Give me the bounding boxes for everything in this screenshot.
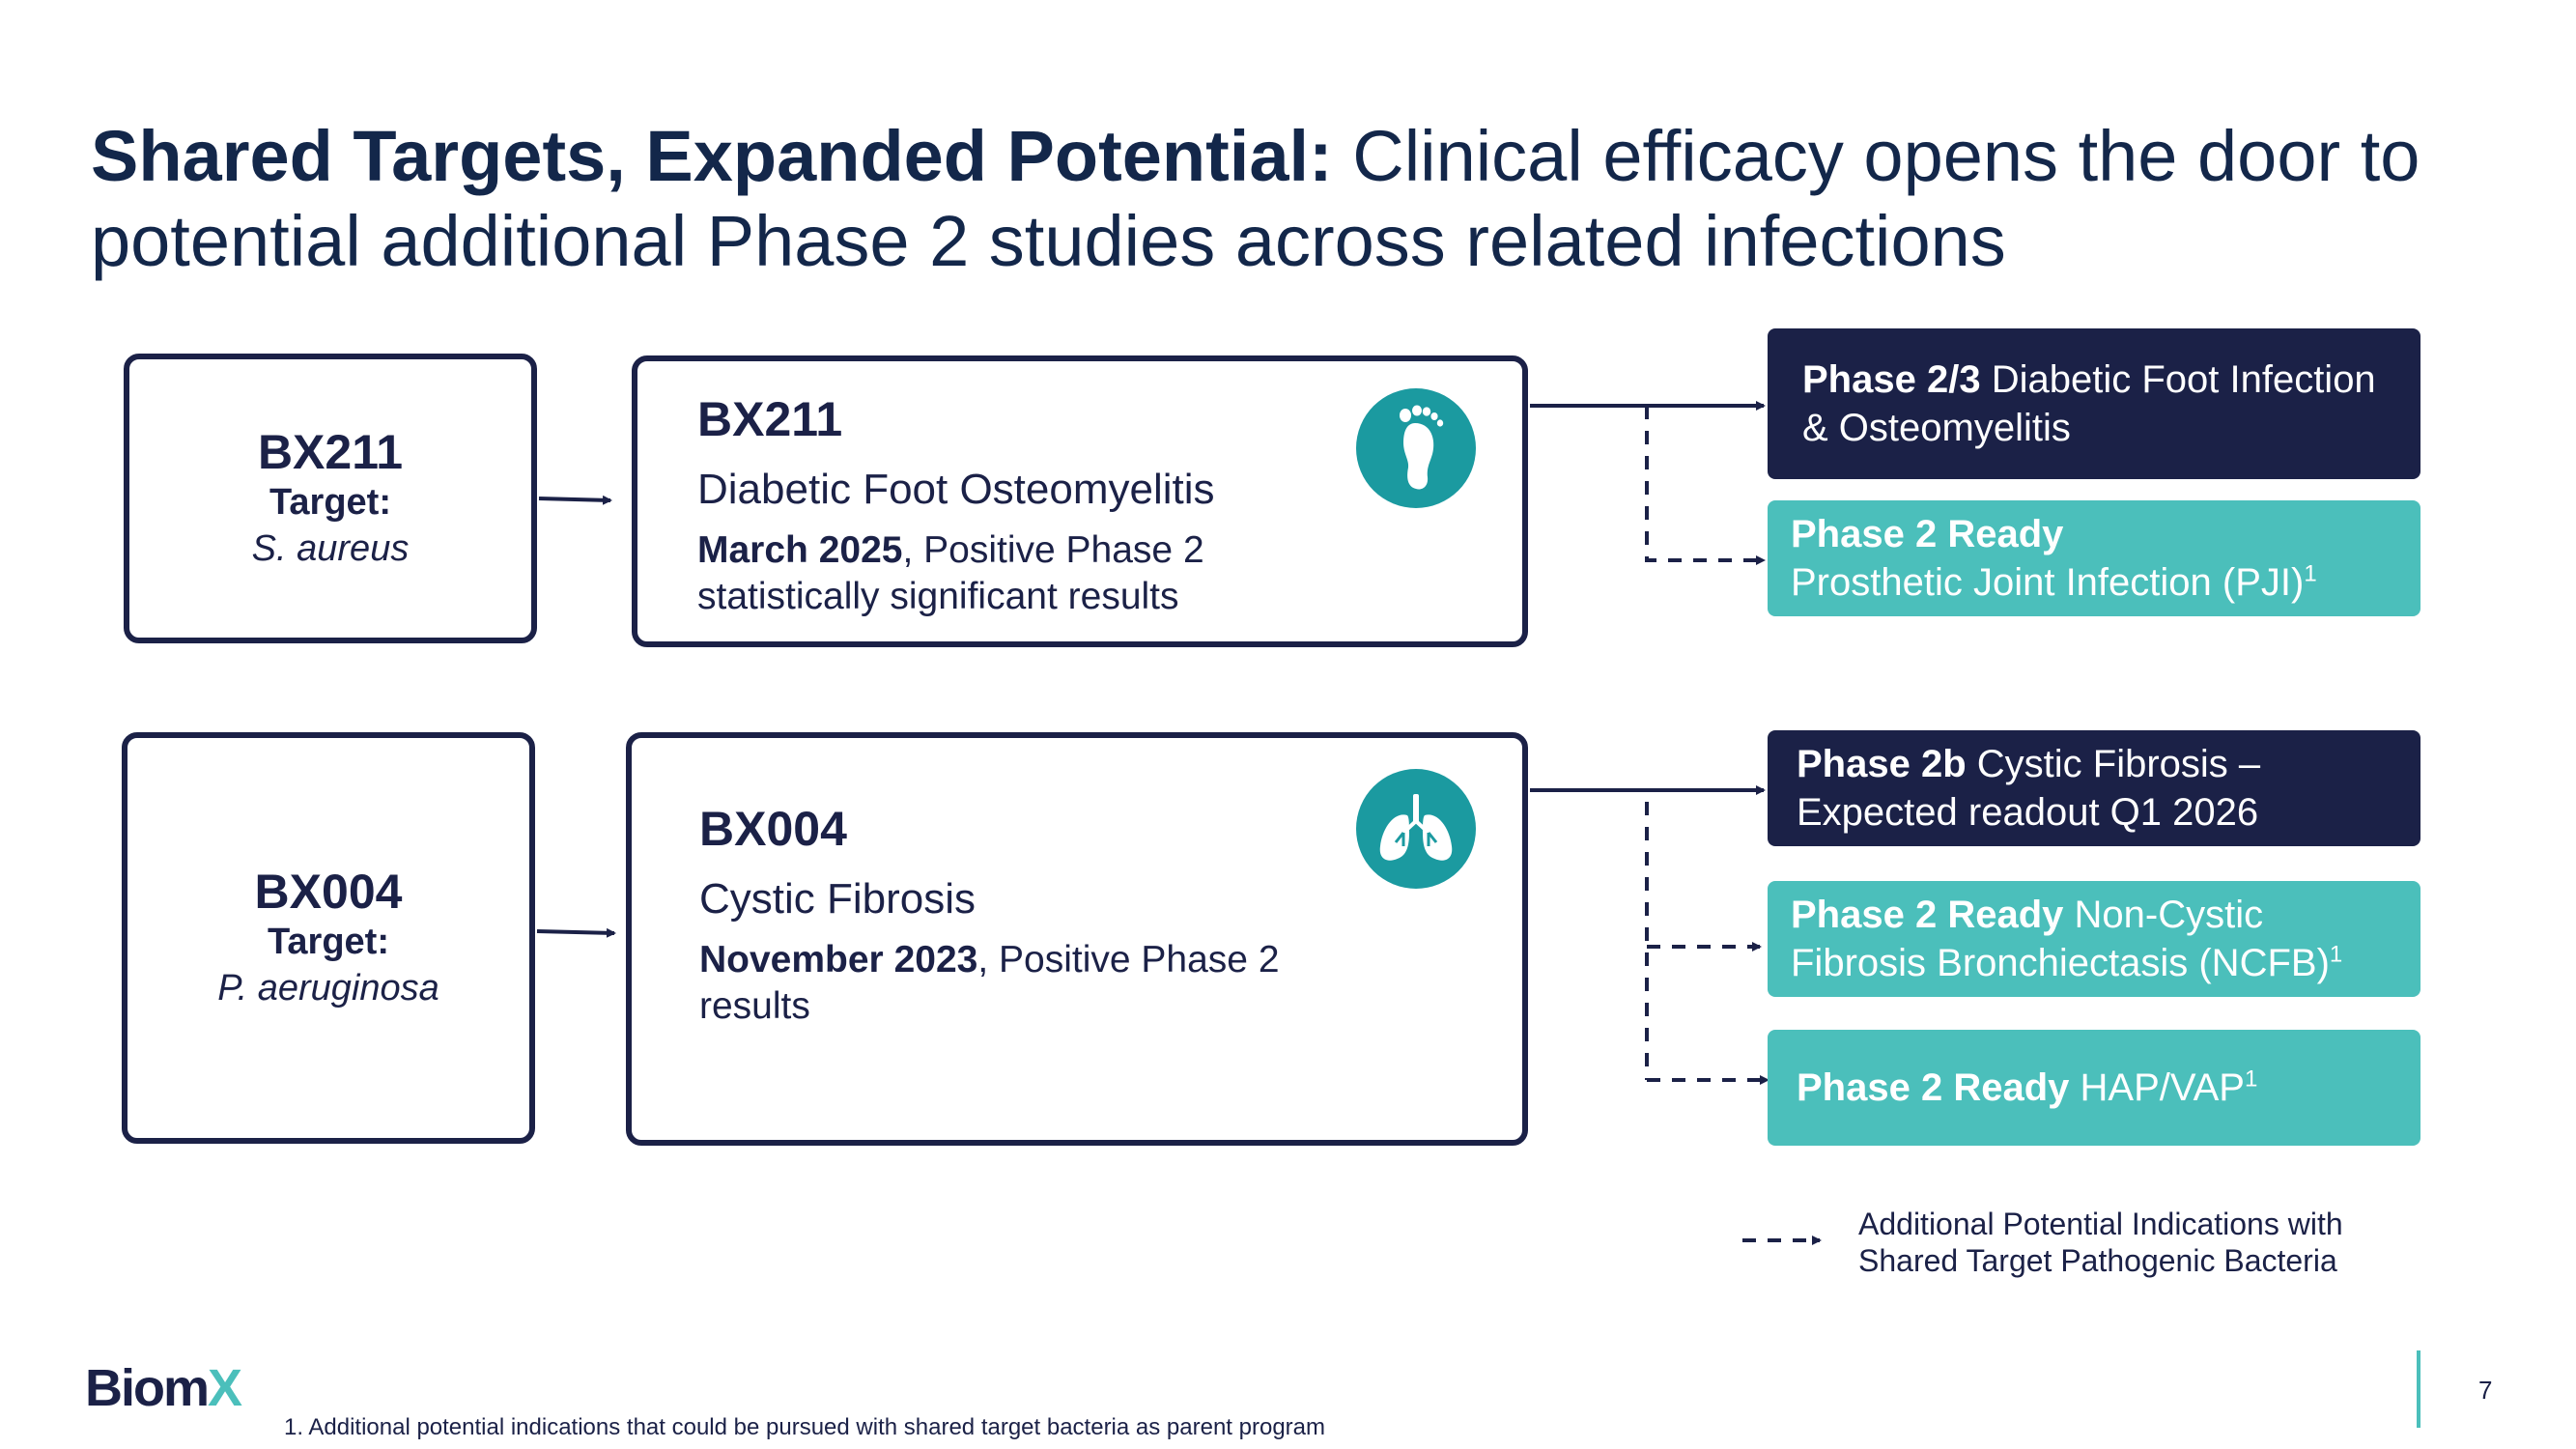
target-box-organism: P. aeruginosa bbox=[217, 968, 439, 1009]
outcome-indication: Non-Cystic Fibrosis Bronchiectasis (NCFB… bbox=[1791, 894, 2330, 984]
lungs-icon bbox=[1356, 769, 1476, 889]
outcome-indication: Prosthetic Joint Infection (PJI) bbox=[1791, 561, 2305, 604]
program-indication: Cystic Fibrosis bbox=[699, 875, 977, 923]
dashed-arrow-to-pji bbox=[1645, 406, 1766, 565]
target-box-organism: S. aureus bbox=[251, 528, 410, 569]
footnote: 1. Additional potential indications that… bbox=[284, 1414, 1326, 1440]
slide-title-regular: Clinical efficacy opens the door to pote… bbox=[91, 116, 2420, 281]
target-box-bx211: BX211 Target: S. aureus bbox=[124, 354, 537, 643]
outcome-text: Phase 2b Cystic Fibrosis – Expected read… bbox=[1797, 740, 2392, 837]
program-name: BX211 bbox=[697, 392, 843, 446]
outcome-phase: Phase 2 Ready bbox=[1791, 894, 2064, 936]
program-indication: Diabetic Foot Osteomyelitis bbox=[697, 466, 1215, 513]
target-box-bx004: BX004 Target: P. aeruginosa bbox=[122, 732, 535, 1144]
outcome-pji: Phase 2 Ready Prosthetic Joint Infection… bbox=[1768, 500, 2420, 616]
program-name: BX004 bbox=[699, 802, 847, 856]
foot-icon bbox=[1356, 388, 1476, 508]
outcome-footnote-mark: 1 bbox=[2304, 560, 2317, 587]
outcome-footnote-mark: 1 bbox=[2329, 941, 2343, 968]
program-result: March 2025, Positive Phase 2 statistical… bbox=[697, 527, 1316, 620]
outcome-text: Phase 2 Ready Non-Cystic Fibrosis Bronch… bbox=[1791, 891, 2397, 987]
slide-title-bold: Shared Targets, Expanded Potential: bbox=[91, 116, 1333, 196]
outcome-phase: Phase 2b bbox=[1797, 743, 1967, 785]
outcome-indication: Cystic Fibrosis – Expected readout Q1 20… bbox=[1797, 743, 2261, 834]
outcome-hapvap: Phase 2 Ready HAP/VAP1 bbox=[1768, 1030, 2420, 1146]
outcome-phase: Phase 2 Ready bbox=[1797, 1066, 2070, 1109]
target-box-label: Target: bbox=[269, 482, 391, 523]
slide-title: Shared Targets, Expanded Potential: Clin… bbox=[91, 114, 2544, 284]
outcome-phase: Phase 2 Ready bbox=[1791, 513, 2064, 555]
program-box-bx211: BX211 Diabetic Foot Osteomyelitis March … bbox=[632, 355, 1528, 647]
legend-text: Additional Potential Indications with Sh… bbox=[1858, 1207, 2343, 1278]
logo-main: Biom bbox=[85, 1359, 210, 1417]
program-result-date: March 2025 bbox=[697, 529, 903, 571]
target-box-program-name: BX211 bbox=[257, 425, 404, 479]
outcome-footnote-mark: 1 bbox=[2244, 1065, 2258, 1093]
outcome-phase23: Phase 2/3 Diabetic Foot Infection & Oste… bbox=[1768, 328, 2420, 479]
outcome-indication: HAP/VAP bbox=[2069, 1066, 2245, 1109]
arrow-target-to-bx211 bbox=[538, 495, 612, 505]
arrow-target-to-bx004 bbox=[536, 927, 616, 938]
outcome-text: Phase 2 Ready HAP/VAP1 bbox=[1797, 1064, 2392, 1112]
outcome-text: Phase 2/3 Diabetic Foot Infection & Oste… bbox=[1802, 355, 2386, 452]
program-result: November 2023, Positive Phase 2 results bbox=[699, 937, 1375, 1030]
logo-accent: X bbox=[208, 1359, 242, 1417]
outcome-ncfb: Phase 2 Ready Non-Cystic Fibrosis Bronch… bbox=[1768, 881, 2420, 997]
biomx-logo: BiomX bbox=[85, 1358, 242, 1418]
program-result-date: November 2023 bbox=[699, 939, 978, 980]
outcome-phase: Phase 2/3 bbox=[1802, 358, 1981, 401]
footer-divider bbox=[2417, 1350, 2420, 1428]
page-number: 7 bbox=[2478, 1376, 2493, 1405]
outcome-indication: Diabetic Foot Infection & Osteomyelitis bbox=[1802, 358, 2376, 449]
target-box-label: Target: bbox=[268, 922, 389, 962]
program-result-text: , Positive Phase 2 statistically signifi… bbox=[697, 529, 1204, 617]
outcome-phase2b: Phase 2b Cystic Fibrosis – Expected read… bbox=[1768, 730, 2420, 846]
program-result-text: , Positive Phase 2 results bbox=[699, 939, 1280, 1027]
target-box-program-name: BX004 bbox=[254, 865, 403, 919]
